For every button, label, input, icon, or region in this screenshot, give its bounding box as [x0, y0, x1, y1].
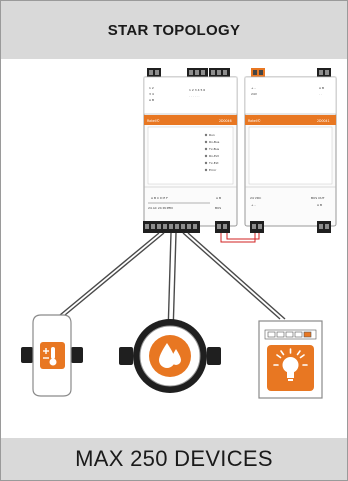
- status-led-label: Rx-Bus: [209, 140, 220, 144]
- controller-brand-band: [144, 115, 237, 125]
- cable-to-temperature-sensor: [59, 232, 160, 316]
- water-meter-device: [119, 319, 221, 393]
- bottom-left-terminal-label: A B C D E F: [151, 196, 168, 200]
- extension-power-label: 24 VDC: [250, 196, 261, 200]
- status-led-label: Run: [209, 133, 215, 137]
- svg-text:24V: 24V: [251, 92, 258, 96]
- svg-text:3 4: 3 4: [149, 92, 154, 96]
- star-cables: [59, 232, 286, 335]
- controller-brand: Rakell©: [147, 119, 160, 123]
- title-bar: STAR TOPOLOGY: [1, 1, 347, 59]
- extension-model: 2D0041: [317, 119, 330, 123]
- device-limit-caption: MAX 250 DEVICES: [75, 446, 273, 471]
- svg-text:BUS: BUS: [215, 206, 221, 210]
- topology-diagram: 1 2 3 4 A B 1 2 3 4 5 6 · · · · · · Rakell©…: [21, 68, 337, 399]
- controller-module: 1 2 3 4 A B 1 2 3 4 5 6 · · · · · · Rakell©…: [143, 68, 238, 233]
- temperature-sensor-device: [21, 314, 83, 397]
- svg-text:· · · · · ·: · · · · · ·: [189, 94, 200, 98]
- svg-text:A B: A B: [319, 86, 324, 90]
- svg-text:A B: A B: [317, 203, 322, 207]
- extension-brand: Rakell©: [248, 119, 261, 123]
- extension-module: + -24V A B· · Rakell© 2D0041 24 VDC + - …: [244, 68, 337, 233]
- extension-bus-label: BUS OUT: [311, 196, 325, 200]
- status-led-label: Tx-Ext: [208, 161, 219, 165]
- svg-text:1 2: 1 2: [149, 86, 154, 90]
- terminal-block: [317, 68, 331, 78]
- status-led-label: Rx-Ext: [209, 154, 220, 158]
- svg-text:1 2 3 4 5 6: 1 2 3 4 5 6: [189, 88, 205, 92]
- status-led-label: Tx-Bus: [208, 147, 220, 151]
- diagram-title: STAR TOPOLOGY: [107, 21, 241, 39]
- cable-to-lighting-controller: [182, 232, 281, 320]
- power-terminal-block: [251, 68, 265, 78]
- status-led-list: Run Rx-Bus Tx-Bus Rx-Ext Tx-Ext Error: [204, 133, 220, 172]
- svg-text:+ -: + -: [251, 203, 256, 207]
- svg-text:· ·: · ·: [319, 92, 322, 96]
- cable-to-water-meter: [167, 232, 172, 335]
- lighting-controller-device: [258, 320, 323, 399]
- controller-model: 2D0046: [219, 119, 232, 123]
- footer-bar: MAX 250 DEVICES: [1, 438, 347, 480]
- interconnect-wire: [220, 233, 260, 243]
- svg-text:+ -: + -: [251, 86, 256, 90]
- terminal-block: [147, 68, 161, 78]
- svg-text:A B: A B: [149, 98, 154, 102]
- status-led-label: Error: [209, 168, 217, 172]
- bottom-right-terminal-label: A B: [216, 196, 221, 200]
- svg-text:24 AC 24 IN PEN: 24 AC 24 IN PEN: [148, 206, 173, 210]
- extension-brand-band: [245, 115, 336, 125]
